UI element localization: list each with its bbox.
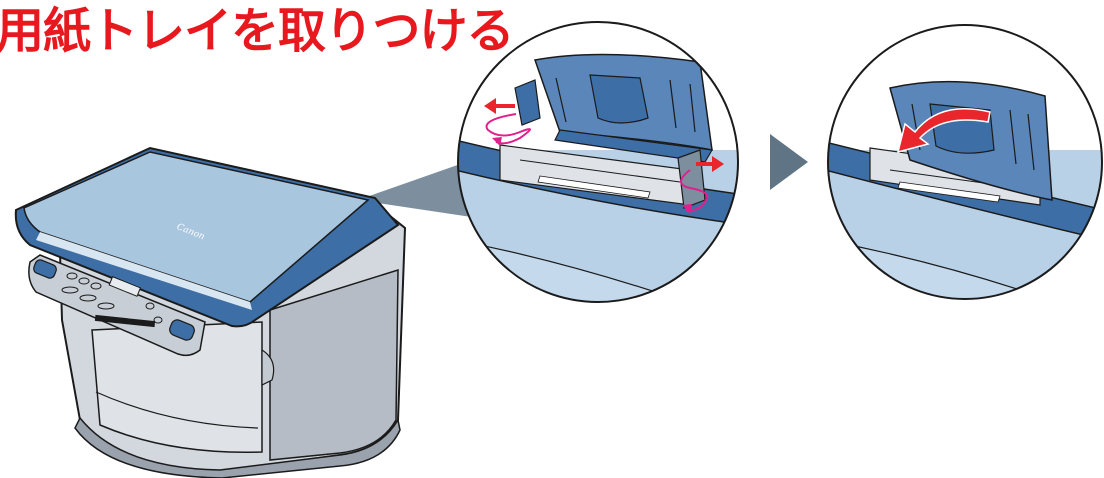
control-panel xyxy=(28,254,206,357)
zoom-circle-tray-tilt xyxy=(827,24,1103,300)
slide-arrow-icon xyxy=(484,98,515,114)
page-title: 用紙トレイを取りつける xyxy=(0,3,514,59)
slide-arrow-icon xyxy=(696,156,724,172)
step-arrow-icon xyxy=(770,134,808,190)
zoom-circle-guides xyxy=(457,21,739,303)
printer-illustration: Canon xyxy=(14,146,407,478)
spring-indicator xyxy=(485,113,531,145)
rotate-arrow-icon xyxy=(896,108,991,154)
spring-indicator xyxy=(680,169,709,212)
zoom-callout-wedge xyxy=(358,162,478,218)
